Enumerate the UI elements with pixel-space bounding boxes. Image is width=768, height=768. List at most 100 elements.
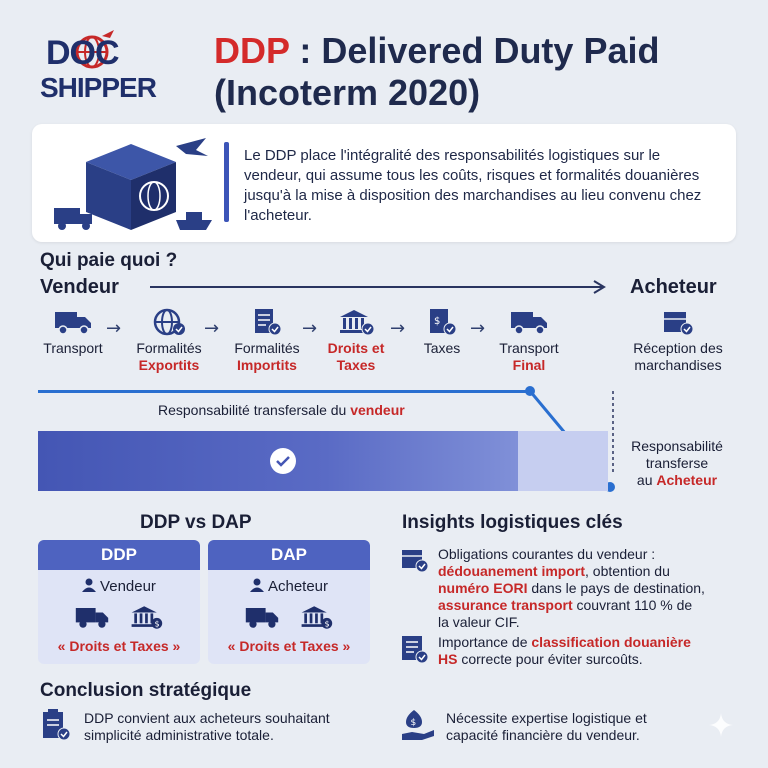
conclusion-left-text: DDP convient aux acheteurs souhaitant si… [84, 710, 330, 743]
conclusion-heading: Conclusion stratégique [40, 680, 252, 701]
svg-text:$: $ [411, 718, 417, 728]
step-taxes: $ Taxes [394, 308, 490, 357]
step-arrow-1: → [106, 318, 122, 339]
step-arrow-2: → [204, 318, 220, 339]
step-import-formalities: Formalités Importits [212, 308, 322, 374]
title-ddp: DDP [214, 30, 290, 71]
step-arrow-4: → [390, 318, 406, 339]
title-rest: : Delivered Duty Paid [289, 30, 660, 71]
ddp-icons: $ [38, 604, 200, 635]
truck-icon [75, 608, 108, 628]
ins1-g: couvrant 110 % de [572, 597, 693, 613]
step-export-sub: Exportits [138, 357, 200, 373]
step-export-formalities: Formalités Exportits [114, 308, 224, 374]
svg-text:$: $ [155, 618, 160, 628]
step-final-transport: Transport Final [474, 308, 584, 374]
truck-icon [245, 608, 278, 628]
step-taxes-label: Taxes [423, 340, 461, 356]
buyer-transition-bar [518, 431, 608, 491]
step-reception: Réception des marchandises [616, 308, 740, 374]
shipping-box-illustration-icon [54, 138, 212, 230]
ddp-who-label: Vendeur [100, 578, 156, 595]
step-arrow-3: → [302, 318, 318, 339]
title-incoterm: (Incoterm 2020) [214, 72, 481, 113]
sparkle-icon [709, 713, 733, 737]
ins1-e: dans le pays de destination, [527, 580, 705, 596]
logo-doc-text: DOC [46, 34, 120, 72]
ddp-duties-label: « Droits et Taxes » [57, 638, 181, 654]
dap-icons: $ [208, 604, 370, 635]
transfer-prefix: au [636, 472, 657, 488]
resp-prefix: Responsabilité transfersale du [158, 402, 351, 418]
insights-heading: Insights logistiques clés [402, 512, 623, 533]
truck-icon [55, 312, 91, 335]
ddp-vs-dap-heading: DDP vs DAP [140, 512, 252, 533]
seller-responsibility-label: Responsabilité transfersale du vendeur [158, 402, 405, 418]
transfer-line2: transferse [645, 455, 709, 471]
seller-to-buyer-arrow [150, 280, 606, 294]
svg-text:$: $ [325, 618, 330, 628]
ins1-c: , obtention du [585, 563, 670, 579]
seller-label: Vendeur [40, 276, 119, 298]
check-icon [270, 448, 296, 474]
docshipper-logo: DOC SHIPPER [40, 28, 160, 108]
insight-seller-obligations: Obligations courantes du vendeur : dédou… [438, 546, 738, 631]
resp-vendeur: vendeur [350, 402, 405, 418]
ins1-d: numéro EORI [438, 580, 528, 596]
ins2-c: HS [438, 651, 458, 667]
dap-card-title: DAP [208, 540, 370, 570]
globe-check-icon [153, 308, 185, 336]
bank-dollar-icon: $ [301, 606, 333, 629]
ddp-card-title: DDP [38, 540, 200, 570]
intro-accent-bar [224, 142, 229, 222]
insight-hs-classification: Importance de classification douanière H… [438, 634, 738, 668]
transfer-to-buyer-label: Responsabilité transferse au Acheteur [612, 438, 742, 489]
step-duties-sub: Droits et Taxes [327, 340, 385, 373]
buyer-label: Acheteur [630, 276, 717, 298]
step-duties-taxes: Droits et Taxes [304, 308, 408, 374]
intro-card [32, 124, 736, 242]
globe-plane-icon [75, 30, 114, 69]
conclusion-right-text: Nécessite expertise logistique et capaci… [446, 710, 647, 743]
ins1-b: dédouanement import [438, 563, 586, 579]
step-arrow-5: → [470, 318, 486, 339]
ins1-f: assurance transport [438, 597, 573, 613]
document-check-icon [255, 309, 282, 336]
checklist-icon [402, 636, 429, 664]
dap-card-who: Acheteur [208, 578, 370, 595]
step-transport-label: Transport [43, 340, 103, 356]
money-hand-icon: $ [402, 710, 434, 740]
dap-who-label: Acheteur [267, 578, 329, 595]
ddp-dap-comparison: DDP Vendeur $ « Droits et Taxes » DAP Ac… [38, 540, 370, 664]
box-check-icon [664, 312, 694, 336]
dap-card: DAP Acheteur $ « Droits et Taxes » [208, 540, 370, 664]
bank-dollar-icon: $ [131, 606, 163, 629]
step-import-label: Formalités [234, 340, 300, 356]
reception-label: Réception des marchandises [633, 340, 723, 373]
dap-duties-label: « Droits et Taxes » [227, 638, 351, 654]
transfer-acheteur: Acheteur [656, 472, 718, 488]
step-transport: Transport [18, 308, 128, 357]
page-title: DDP : Delivered Duty Paid (Incoterm 2020… [214, 30, 734, 114]
bank-check-icon [340, 310, 375, 336]
svg-text:$: $ [434, 316, 440, 327]
intro-text: Le DDP place l'intégralité des responsab… [244, 147, 702, 224]
step-final-sub: Final [512, 357, 546, 373]
ins2-d: correcte pour éviter surcoûts. [457, 651, 643, 667]
seller-responsibility-line [38, 390, 530, 393]
ins1-h: la valeur CIF. [438, 614, 520, 630]
person-icon [82, 578, 97, 592]
ins2-b: classification douanière [531, 634, 691, 650]
transfer-line1: Responsabilité [631, 438, 723, 454]
ddp-card-who: Vendeur [38, 578, 200, 595]
step-export-label: Formalités [136, 340, 202, 356]
clipboard-check-icon [43, 709, 71, 741]
truck-icon [511, 312, 547, 335]
box-check-icon [402, 550, 429, 573]
step-final-label: Transport [499, 340, 559, 356]
who-pays-heading: Qui paie quoi ? [40, 250, 178, 271]
step-import-sub: Importits [237, 357, 297, 373]
ins1-a: Obligations courantes du vendeur : [438, 546, 656, 562]
ins2-a: Importance de [438, 634, 532, 650]
tax-doc-icon: $ [430, 309, 457, 336]
